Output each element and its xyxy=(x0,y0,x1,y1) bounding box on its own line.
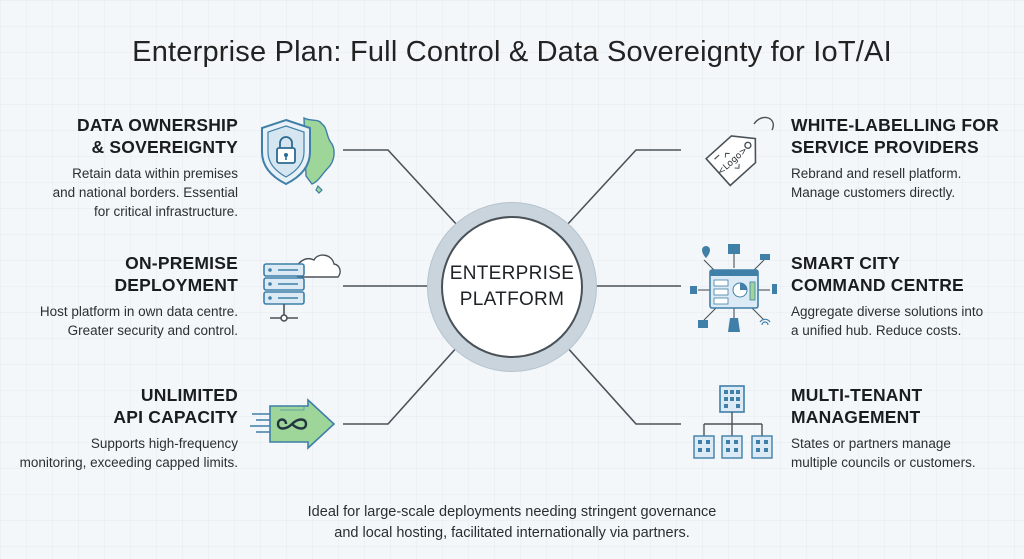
feature-title: SMART CITY COMMAND CENTRE xyxy=(791,253,964,295)
connector-data-ownership xyxy=(343,149,459,227)
feature-description: States or partners manage multiple counc… xyxy=(791,436,976,470)
feature-white-labelling: WHITE-LABELLING FOR SERVICE PROVIDERS Re… xyxy=(791,114,1024,202)
feature-description: Retain data within premises and national… xyxy=(52,166,238,219)
feature-data-ownership: DATA OWNERSHIP & SOVEREIGNTY Retain data… xyxy=(0,114,238,221)
feature-description: Rebrand and resell platform. Manage cust… xyxy=(791,166,962,200)
feature-description: Aggregate diverse solutions into a unifi… xyxy=(791,304,984,338)
footer-note: Ideal for large-scale deployments needin… xyxy=(307,504,717,541)
logo-tag-icon: <Logo> xyxy=(704,116,774,187)
shield-lock-map-icon xyxy=(261,116,335,194)
infinity-arrow-icon xyxy=(250,398,336,450)
feature-description: Host platform in own data centre. Greate… xyxy=(39,304,238,338)
page-title: Enterprise Plan: Full Control & Data Sov… xyxy=(132,36,892,68)
hub-label-line2: PLATFORM xyxy=(459,289,565,310)
hub-label-line1: ENTERPRISE xyxy=(449,263,575,284)
feature-title: MULTI-TENANT MANAGEMENT xyxy=(791,385,923,427)
feature-title: UNLIMITED API CAPACITY xyxy=(113,385,238,427)
connector-white-labelling xyxy=(565,149,681,227)
enterprise-platform-hub: ENTERPRISE PLATFORM xyxy=(428,203,596,371)
feature-multi-tenant: MULTI-TENANT MANAGEMENT States or partne… xyxy=(791,384,1024,472)
connector-unlimited-api xyxy=(343,345,459,425)
feature-title: DATA OWNERSHIP & SOVEREIGNTY xyxy=(77,115,238,157)
feature-title: ON-PREMISE DEPLOYMENT xyxy=(114,253,238,295)
server-cloud-icon xyxy=(263,254,341,322)
feature-unlimited-api: UNLIMITED API CAPACITY Supports high-fre… xyxy=(0,384,238,472)
feature-on-premise: ON-PREMISE DEPLOYMENT Host platform in o… xyxy=(0,252,238,340)
connector-multi-tenant xyxy=(565,345,681,425)
dashboard-hub-icon xyxy=(690,244,777,332)
feature-title: WHITE-LABELLING FOR SERVICE PROVIDERS xyxy=(791,115,999,157)
hub-inner-circle: ENTERPRISE PLATFORM xyxy=(441,216,583,358)
feature-smart-city: SMART CITY COMMAND CENTRE Aggregate dive… xyxy=(791,252,1024,340)
buildings-hierarchy-icon xyxy=(693,385,773,459)
feature-description: Supports high-frequency monitoring, exce… xyxy=(19,436,238,470)
